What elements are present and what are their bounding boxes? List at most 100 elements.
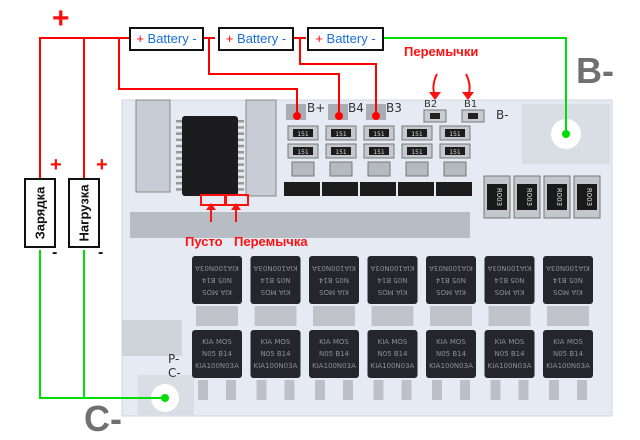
balance-resistor-body <box>369 147 389 155</box>
mosfet-tab <box>488 306 531 326</box>
pad-label-b2: B2 <box>424 99 438 110</box>
mosfet <box>192 330 242 378</box>
shunt-marking: R003 <box>495 188 503 206</box>
shunt-marking: R003 <box>585 188 593 206</box>
pad-label-p-minus: P- <box>168 352 180 366</box>
mosfet <box>484 330 535 378</box>
shunt-body <box>577 184 597 210</box>
mosfet-leg <box>460 380 470 400</box>
mosfet-text: N05 B14 <box>201 276 232 284</box>
charger-plus: + <box>50 154 62 176</box>
led-pad <box>443 161 467 177</box>
balance-resistor-body <box>331 147 351 155</box>
pad-label-b-minus: B- <box>496 108 509 122</box>
shunt-body <box>487 184 507 210</box>
mosfet <box>192 256 242 304</box>
jumper-annotation: Перемычка <box>234 234 308 249</box>
resistor-marking: 151 <box>373 149 385 156</box>
mosfet-text: KIA100N03A <box>546 264 590 272</box>
resistor-array-right <box>245 99 277 197</box>
battery-3-plus: + <box>315 31 323 46</box>
ic-pin <box>176 151 182 154</box>
shunt-marking: R003 <box>555 188 563 206</box>
mosfet-text: N05 B14 <box>552 276 583 284</box>
small-transistor <box>360 182 396 196</box>
wire-b3 <box>299 38 377 115</box>
arrowhead-jumper <box>231 203 241 210</box>
ic-pin <box>238 157 244 160</box>
wire-junction-dots <box>293 112 380 120</box>
resistor-marking: 151 <box>411 149 423 156</box>
ic-pin <box>238 182 244 185</box>
battery-1: + Battery - <box>129 27 204 51</box>
led-pad <box>329 161 353 177</box>
resistor-marking: 151 <box>335 131 347 138</box>
ic-pin <box>176 182 182 185</box>
ic-pin <box>176 163 182 166</box>
battery-1-plus: + <box>136 31 144 46</box>
wire-charge-plus <box>39 37 130 182</box>
mosfet-text: N05 B14 <box>494 350 525 358</box>
bms-ic-chip <box>182 116 238 196</box>
battery-2-plus: + <box>225 31 234 46</box>
battery-2-label: Battery <box>237 31 279 46</box>
ic-pin <box>238 126 244 129</box>
arrowhead-b2 <box>429 92 441 100</box>
balance-resistor-body <box>331 129 351 137</box>
ic-pin <box>238 175 244 179</box>
mosfet-text: KIA100N03A <box>546 362 590 370</box>
mosfet-text: KIA MOS <box>436 288 466 296</box>
small-transistor <box>284 182 320 196</box>
mosfet-text: N05 B14 <box>553 350 584 358</box>
dot-b-minus <box>562 130 570 138</box>
wire-b4 <box>208 38 340 115</box>
pad-label-b3: B3 <box>386 101 402 115</box>
mosfet-text: KIA MOS <box>319 338 349 346</box>
load-minus: - <box>98 244 104 261</box>
resistor-array-left <box>135 99 171 193</box>
balance-resistor-body <box>293 147 313 155</box>
balance-resistor-body <box>445 129 465 137</box>
small-transistor <box>398 182 434 196</box>
led-pad <box>367 161 391 177</box>
mosfet-text: KIA MOS <box>553 288 583 296</box>
mosfet-text: KIA100N03A <box>429 362 473 370</box>
ic-pin <box>176 132 182 135</box>
pad-label-b4: B4 <box>348 101 364 115</box>
load-plus: + <box>96 154 108 176</box>
resistor-marking: 151 <box>297 131 309 138</box>
ic-pin <box>176 188 182 191</box>
mosfet-leg <box>226 380 236 400</box>
led-pad <box>291 161 315 177</box>
mosfet-text: KIA100N03A <box>488 362 532 370</box>
top-plus-sign: + <box>52 2 70 35</box>
dot-b4 <box>335 112 343 120</box>
mosfet <box>543 256 593 304</box>
ic-pin <box>238 120 244 123</box>
battery-1-label: Battery <box>147 31 189 46</box>
mosfet-leg <box>373 380 384 400</box>
mosfet-text: KIA100N03A <box>487 264 531 272</box>
mosfet-text: KIA MOS <box>495 338 525 346</box>
dot-c-minus <box>161 394 169 402</box>
mosfet-text: N05 B14 <box>318 276 349 284</box>
mosfet-text: N05 B14 <box>260 276 291 284</box>
battery-2: + Battery - <box>218 27 294 51</box>
mosfet-text: N05 B14 <box>435 276 466 284</box>
ic-pin <box>176 120 182 123</box>
ic-pin <box>238 169 244 173</box>
shunt-body <box>547 184 567 210</box>
mosfet-tab <box>371 306 414 326</box>
mosfet-text: KIA100N03A <box>371 362 415 370</box>
mosfet-text: N05 B14 <box>260 350 291 358</box>
mosfet-tab <box>547 306 589 326</box>
pad-label-bplus: B+ <box>307 101 326 115</box>
mosfet-text: KIA MOS <box>436 338 466 346</box>
wire-charge-minus <box>39 250 165 399</box>
mosfet <box>367 256 418 304</box>
